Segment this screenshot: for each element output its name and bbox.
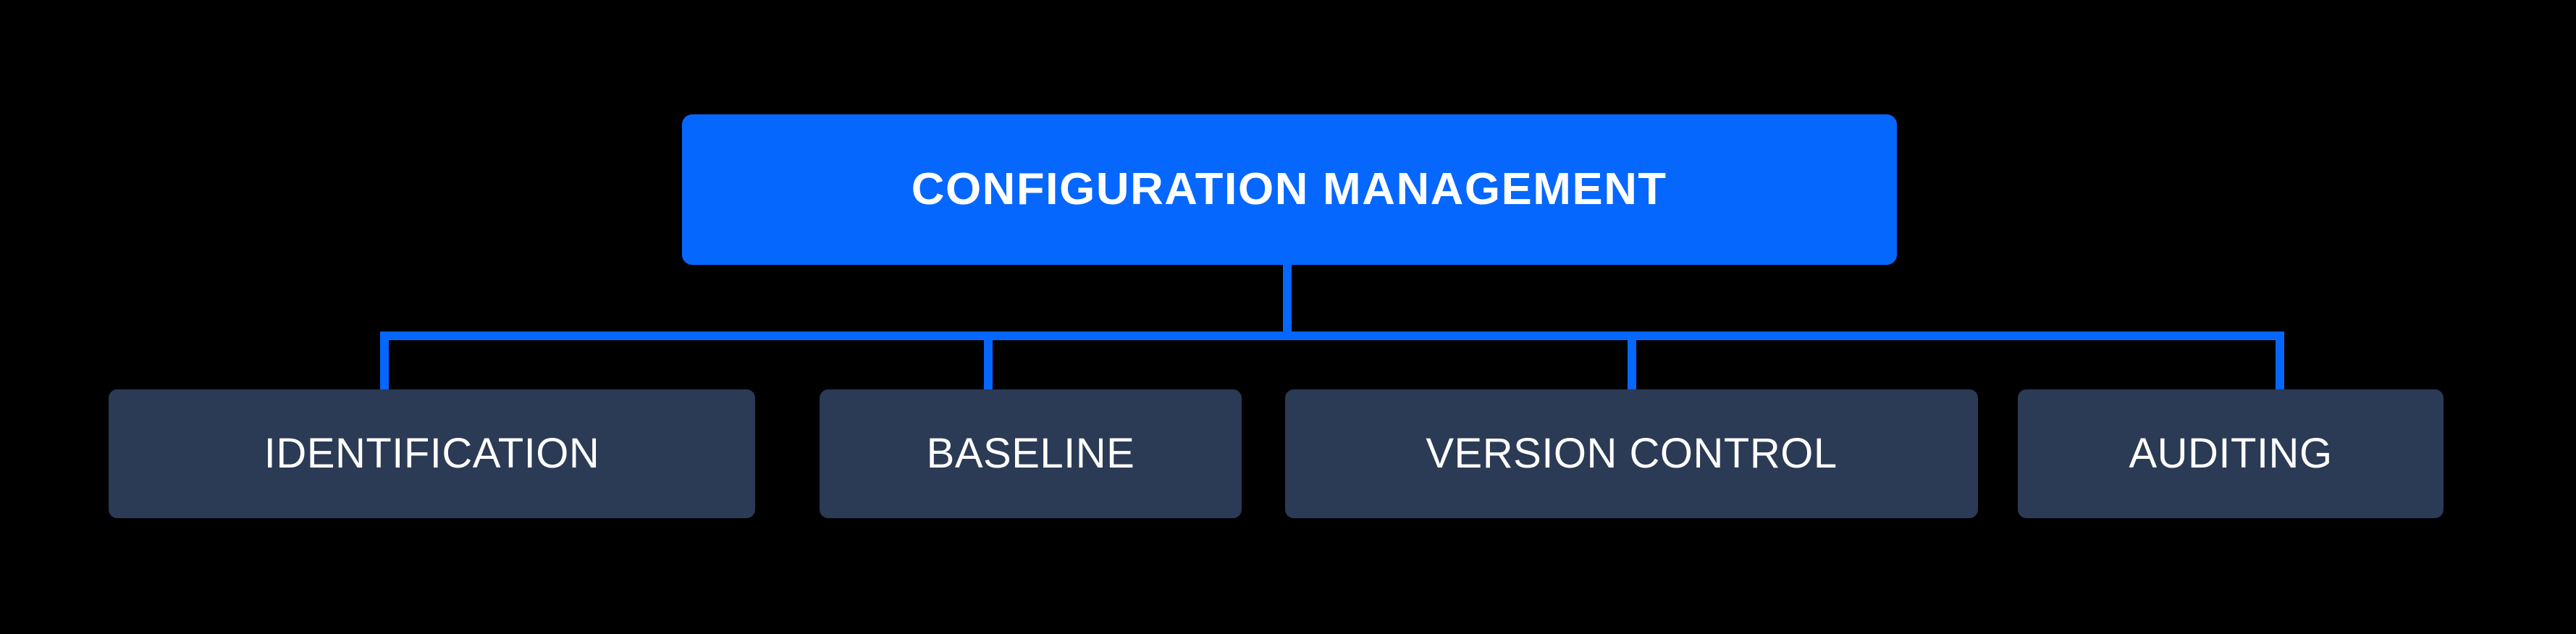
child-node-label-baseline: BASELINE (926, 430, 1135, 477)
child-node-auditing[interactable]: AUDITING (2018, 389, 2444, 518)
child-node-label-version-control: VERSION CONTROL (1426, 430, 1838, 477)
connector-drop-auditing (2276, 331, 2284, 391)
connector-drop-identification (380, 331, 389, 391)
root-node-label: CONFIGURATION MANAGEMENT (912, 164, 1667, 214)
connector-stem-root (1283, 265, 1292, 333)
child-node-version-control[interactable]: VERSION CONTROL (1285, 389, 1978, 518)
connector-drop-baseline (984, 331, 993, 391)
child-node-baseline[interactable]: BASELINE (820, 389, 1242, 518)
connector-horizontal-bus (380, 331, 2284, 340)
connector-drop-version-control (1628, 331, 1636, 391)
root-node-configuration-management[interactable]: CONFIGURATION MANAGEMENT (682, 114, 1897, 265)
child-node-label-identification: IDENTIFICATION (264, 430, 600, 477)
child-node-label-auditing: AUDITING (2129, 430, 2333, 477)
child-node-identification[interactable]: IDENTIFICATION (109, 389, 755, 518)
